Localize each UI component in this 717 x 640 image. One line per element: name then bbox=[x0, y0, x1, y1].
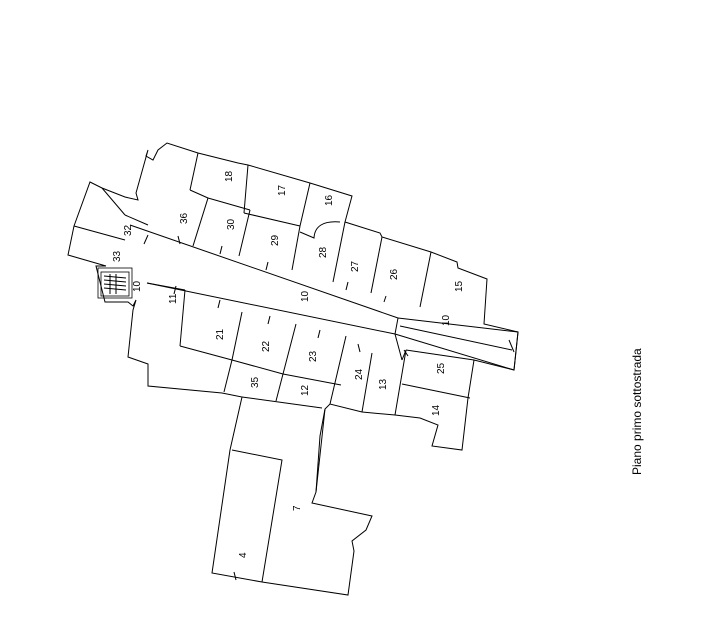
wall bbox=[299, 221, 341, 239]
building-outline bbox=[67, 142, 519, 596]
wall bbox=[332, 221, 346, 283]
unit-label-10-stair: 10 bbox=[132, 280, 143, 292]
wall bbox=[394, 333, 403, 361]
door-tick bbox=[345, 281, 349, 291]
unit-label-14: 14 bbox=[431, 404, 442, 416]
wall bbox=[394, 349, 407, 416]
ramp-end bbox=[508, 339, 515, 353]
unit-label-11: 11 bbox=[168, 293, 179, 304]
unit-label-30: 30 bbox=[226, 218, 237, 230]
door-tick bbox=[357, 343, 361, 353]
wall bbox=[370, 236, 383, 294]
ramp-outline bbox=[394, 317, 519, 371]
unit-label-28: 28 bbox=[318, 246, 329, 258]
unit-label-15: 15 bbox=[454, 280, 465, 292]
wall bbox=[282, 323, 297, 375]
unit-label-18: 18 bbox=[224, 170, 235, 182]
wall bbox=[241, 396, 323, 409]
wall bbox=[401, 383, 471, 399]
wall bbox=[73, 225, 126, 241]
stair-detail bbox=[97, 267, 133, 299]
corridor-wall-north bbox=[129, 224, 399, 319]
wall bbox=[238, 209, 251, 257]
unit-label-10-ramp: 10 bbox=[441, 314, 452, 326]
wall bbox=[207, 197, 251, 211]
unit-label-27: 27 bbox=[350, 260, 361, 272]
wall bbox=[231, 311, 243, 361]
wall bbox=[124, 214, 149, 226]
corridor-wall-south bbox=[146, 282, 396, 335]
unit-label-17: 17 bbox=[277, 184, 288, 196]
wall bbox=[189, 152, 199, 191]
wall bbox=[179, 289, 186, 347]
wall bbox=[361, 352, 373, 413]
door-tick bbox=[383, 295, 387, 303]
unit-label-22: 22 bbox=[261, 340, 272, 352]
wall bbox=[243, 212, 301, 227]
unit-label-29: 29 bbox=[270, 234, 281, 246]
unit-label-7: 7 bbox=[292, 505, 303, 511]
wall bbox=[192, 197, 209, 247]
door-tick bbox=[233, 571, 237, 581]
door-tick bbox=[219, 245, 223, 255]
unit-label-23: 23 bbox=[308, 350, 319, 362]
wall bbox=[231, 359, 284, 375]
wall bbox=[223, 359, 233, 393]
wall bbox=[189, 189, 209, 199]
wall bbox=[405, 349, 475, 361]
door-tick bbox=[267, 315, 271, 325]
door-tick bbox=[217, 299, 221, 309]
wall bbox=[243, 164, 249, 214]
wall bbox=[315, 408, 326, 493]
unit-label-26: 26 bbox=[389, 268, 400, 280]
door-tick bbox=[403, 349, 409, 357]
unit-label-12: 12 bbox=[300, 384, 311, 396]
unit-label-35: 35 bbox=[250, 376, 261, 388]
wall bbox=[146, 282, 186, 291]
unit-label-21: 21 bbox=[215, 328, 226, 340]
wall bbox=[275, 373, 284, 402]
unit-label-33: 33 bbox=[112, 250, 123, 262]
wall bbox=[299, 182, 311, 227]
ramp-line bbox=[399, 325, 513, 351]
unit-label-25: 25 bbox=[436, 362, 447, 374]
wall bbox=[291, 225, 301, 271]
door-tick bbox=[143, 234, 149, 245]
unit-label-10-corridor: 10 bbox=[300, 290, 311, 302]
unit-label-13: 13 bbox=[378, 378, 389, 390]
door-tick bbox=[265, 261, 269, 271]
wall bbox=[179, 345, 233, 361]
door-tick bbox=[173, 285, 177, 295]
unit-label-24: 24 bbox=[354, 368, 365, 380]
unit-label-32: 32 bbox=[123, 224, 134, 236]
door-tick bbox=[317, 329, 321, 339]
wall bbox=[101, 187, 126, 216]
unit-label-36: 36 bbox=[179, 212, 190, 224]
wall bbox=[231, 449, 283, 583]
door-tick bbox=[177, 235, 181, 245]
floor-title: Piano primo sottostrada bbox=[630, 348, 644, 475]
wall bbox=[419, 251, 432, 308]
unit-label-16: 16 bbox=[324, 194, 335, 206]
wall bbox=[282, 373, 342, 386]
wall bbox=[329, 335, 347, 405]
unit-label-4: 4 bbox=[238, 552, 249, 558]
